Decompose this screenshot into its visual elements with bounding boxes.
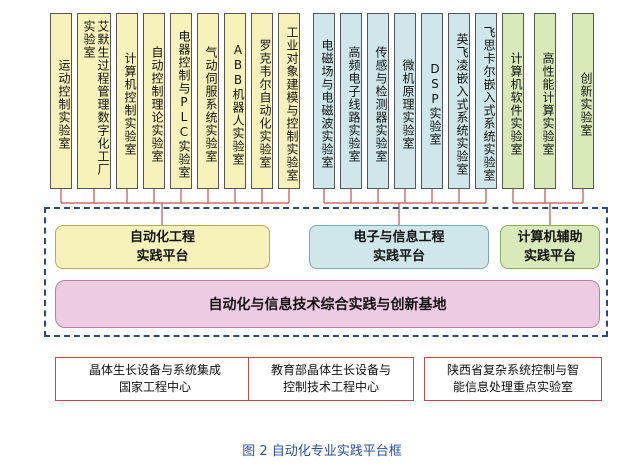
lab-computer-control: 计算机控制实验室 (116, 13, 138, 189)
center-shaanxi-key-lab: 陕西省复杂系统控制与智能信息处理重点实验室 (424, 357, 602, 401)
lab-innovation: 创新实验室 (572, 13, 594, 189)
lab-dsp: DSP实验室 (421, 13, 443, 189)
platform-computer: 计算机辅助实践平台 (500, 225, 600, 269)
integrated-innovation-base: 自动化与信息技术综合实践与创新基地 (55, 280, 600, 328)
lab-pneumatic-servo: 气动伺服系统实验室 (197, 13, 219, 189)
lab-microcomputer: 微机原理实验室 (394, 13, 416, 189)
lab-sensor-detection: 传感与检测器实验室 (367, 13, 389, 189)
platform-electronic: 电子与信息工程实践平台 (309, 225, 489, 269)
lab-abb-robot: ABB机器人实验室 (224, 13, 246, 189)
platform-frame (44, 207, 608, 337)
figure-caption: 图 2 自动化专业实践平台框 (242, 444, 402, 459)
lab-rockwell-automation: 罗克韦尔自动化实验室 (251, 13, 273, 189)
lab-motion-control: 运动控制实验室 (50, 13, 72, 189)
lab-infineon-embedded: 英飞凌嵌入式系统实验室 (448, 13, 470, 189)
lab-electrical-plc: 电器控制与PLC实验室 (170, 13, 192, 189)
lab-computer-software: 计算机软件实验室 (502, 13, 524, 189)
lab-high-performance-computing: 高性能计算实验室 (534, 13, 556, 189)
lab-control-theory: 自动控制理论实验室 (143, 13, 165, 189)
lab-electromagnetic: 电磁场与电磁波实验室 (313, 13, 335, 189)
lab-emerson-digital-factory: 艾默生过程管理数字化工厂实验室 (77, 13, 111, 189)
lab-industrial-modeling: 工业对象建模与控制实验室 (278, 13, 300, 189)
lab-high-frequency: 高频电子线路实验室 (340, 13, 362, 189)
lab-freescale-embedded: 飞思卡尔嵌入式系统实验室 (475, 13, 497, 189)
center-national-crystal-growth: 晶体生长设备与系统集成国家工程中心 (55, 357, 255, 401)
center-moe-crystal-growth: 教育部晶体生长设备与控制技术工程中心 (248, 357, 414, 401)
platform-automation: 自动化工程实践平台 (55, 225, 270, 269)
